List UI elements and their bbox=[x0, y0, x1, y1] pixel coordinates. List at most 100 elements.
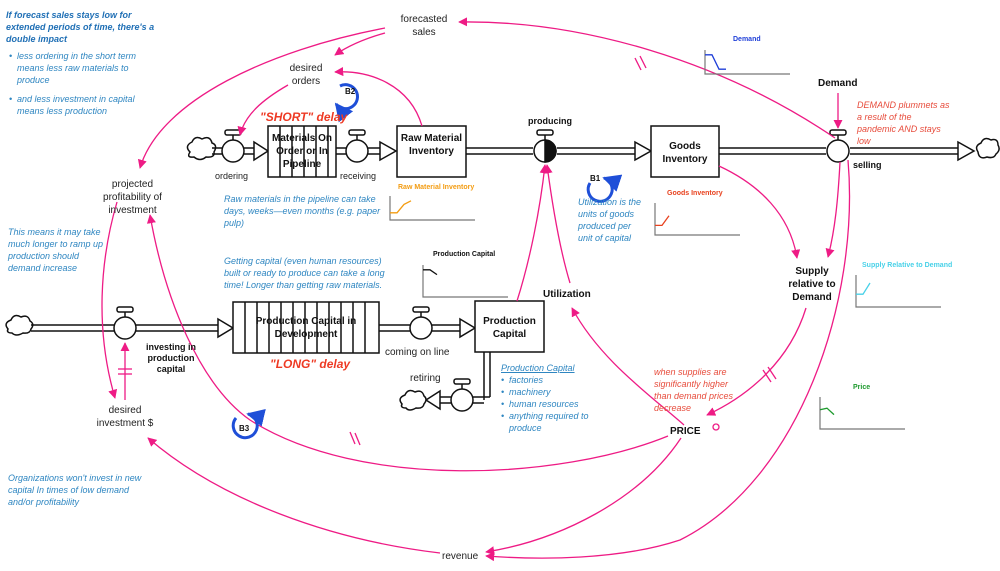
sparkline-raw-material-inventory bbox=[390, 200, 412, 214]
cloud-sink-icon bbox=[975, 137, 1000, 159]
valve-receiving[interactable] bbox=[345, 129, 369, 163]
stock-materials-on-order[interactable] bbox=[267, 125, 337, 178]
stock-raw-label: Raw Material Inventory bbox=[400, 133, 463, 157]
stock-materials-label: Materials On Order or In Pipeline bbox=[271, 133, 333, 170]
sparkline-production-capital bbox=[423, 269, 438, 276]
link-revenue-to-desired-investment bbox=[147, 437, 441, 554]
link-forecast-to-profitability bbox=[137, 27, 386, 169]
stock-capital-label: Production Capital bbox=[483, 316, 536, 340]
var-supply-relative: Supply relative to Demand bbox=[788, 266, 836, 303]
note-bullet: human resources bbox=[501, 398, 591, 410]
note-bullet: machinery bbox=[501, 386, 591, 398]
var-revenue: revenue bbox=[442, 551, 479, 562]
sparkline-axis bbox=[654, 203, 740, 236]
note-production-capital: Production Capital factories machinery h… bbox=[501, 362, 591, 434]
sparkline-title-production-capital: Production Capital bbox=[433, 251, 496, 258]
var-desired-orders: desired orders bbox=[289, 63, 323, 87]
sparkline-axis bbox=[704, 50, 790, 75]
sparkline-axis bbox=[819, 397, 905, 430]
causal-links bbox=[101, 17, 851, 562]
flow-receiving-label: receiving bbox=[340, 171, 377, 181]
note-bullet: less ordering in the short term means le… bbox=[9, 50, 149, 86]
stock-production-capital[interactable] bbox=[474, 300, 545, 353]
flow-coming-on-line-label: coming on line bbox=[385, 347, 450, 358]
var-forecasted-sales: forecasted sales bbox=[400, 14, 448, 38]
valve-retiring[interactable] bbox=[450, 378, 474, 412]
flow-ordering-label: ordering bbox=[215, 171, 249, 181]
cloud-source-capital-icon bbox=[5, 314, 34, 336]
var-projected-profitability: projected profitability of investment bbox=[103, 179, 162, 216]
link-demand-to-forecast bbox=[458, 17, 836, 139]
note-raw-pipeline: Raw materials in the pipeline can take d… bbox=[224, 194, 381, 228]
stock-goods-inventory[interactable] bbox=[650, 125, 720, 178]
flow-producing-label: producing bbox=[528, 116, 572, 126]
sparkline-title-demand: Demand bbox=[733, 36, 761, 43]
stock-capital-dev-label: Production Capital in Development bbox=[255, 316, 357, 340]
link-selling-to-revenue bbox=[485, 159, 851, 562]
loop-b2-label: B2 bbox=[345, 87, 356, 96]
flow-selling-label: selling bbox=[853, 160, 882, 170]
sparkline-title-price: Price bbox=[853, 384, 871, 391]
long-delay-label: "LONG" delay bbox=[270, 357, 351, 371]
flow-investing-label: investing in production capital bbox=[145, 342, 196, 374]
flow-retiring-label: retiring bbox=[410, 373, 441, 384]
link-price-to-revenue bbox=[485, 437, 682, 556]
var-desired-investment: desired investment $ bbox=[96, 405, 154, 429]
sparkline-title-raw-material-inventory: Raw Material Inventory bbox=[398, 184, 475, 191]
var-price: PRICE bbox=[670, 426, 701, 437]
note-bullet: anything required to produce bbox=[501, 410, 591, 434]
valve-producing[interactable] bbox=[533, 129, 557, 163]
link-supply-to-price bbox=[706, 307, 807, 416]
var-demand: Demand bbox=[818, 78, 858, 89]
cloud-retire-icon bbox=[399, 389, 427, 411]
link-forecast-to-desired-orders bbox=[334, 32, 386, 56]
stock-production-capital-dev[interactable] bbox=[232, 301, 380, 354]
sparkline-demand bbox=[705, 54, 726, 70]
loop-b1-icon bbox=[586, 174, 623, 203]
note-bullet: and less investment in capital means les… bbox=[9, 93, 149, 117]
sparkline-axis bbox=[422, 265, 508, 298]
note-capital-time: Getting capital (even human resources) b… bbox=[224, 256, 385, 290]
link-price-to-profitability bbox=[146, 214, 669, 472]
cloud-source-icon bbox=[186, 136, 217, 161]
sparkline-axis bbox=[389, 196, 475, 221]
note-prices-decrease: when supplies are significantly higher t… bbox=[654, 367, 734, 413]
sparkline-supply-relative bbox=[856, 282, 871, 295]
link-raw-to-desired-orders bbox=[334, 66, 423, 127]
link-polarity-o bbox=[712, 423, 720, 431]
loop-b3-label: B3 bbox=[239, 424, 250, 433]
short-delay-label: "SHORT" delay bbox=[260, 110, 348, 124]
link-prodcap-to-producing bbox=[516, 164, 549, 302]
sparkline-title-goods-inventory: Goods Inventory bbox=[667, 190, 723, 197]
bottom-pipeline bbox=[5, 300, 545, 412]
note-demand-plummets: DEMAND plummets as a result of the pande… bbox=[857, 100, 950, 146]
note-production-capital-list: factories machinery human resources anyt… bbox=[501, 374, 591, 434]
note-bullet: factories bbox=[501, 374, 591, 386]
loop-b2-icon bbox=[334, 83, 359, 123]
link-selling-to-supply bbox=[825, 161, 841, 258]
valve-coming-on-line[interactable] bbox=[409, 306, 433, 340]
link-goods-to-supply bbox=[718, 165, 801, 259]
note-ramp-up: This means it may take much longer to ra… bbox=[8, 227, 104, 273]
sparklines bbox=[389, 50, 941, 430]
top-pipeline bbox=[186, 125, 1000, 178]
link-price-to-utilization bbox=[571, 307, 685, 426]
valve-selling[interactable] bbox=[826, 129, 850, 163]
loop-b3-icon bbox=[231, 409, 266, 440]
loop-markers bbox=[231, 83, 623, 440]
sparkline-title-supply-relative: Supply Relative to Demand bbox=[862, 262, 953, 269]
link-profitability-to-desired-investment bbox=[101, 201, 118, 399]
sparkline-goods-inventory bbox=[655, 215, 670, 227]
note-utilization: Utilization is the units of goods produc… bbox=[578, 197, 642, 243]
note-double-impact-title: If forecast sales stays low for extended… bbox=[6, 10, 155, 44]
sparkline-price bbox=[819, 407, 835, 416]
stock-raw-material-inventory[interactable] bbox=[396, 125, 467, 178]
var-utilization: Utilization bbox=[543, 289, 591, 300]
valve-ordering[interactable] bbox=[221, 129, 245, 163]
valve-investing[interactable] bbox=[113, 306, 137, 340]
note-organizations: Organizations won't invest in new capita… bbox=[8, 473, 142, 507]
note-production-capital-title: Production Capital bbox=[501, 363, 575, 373]
link-utilization-to-producing bbox=[543, 164, 571, 284]
note-double-impact-list: less ordering in the short term means le… bbox=[9, 50, 149, 117]
